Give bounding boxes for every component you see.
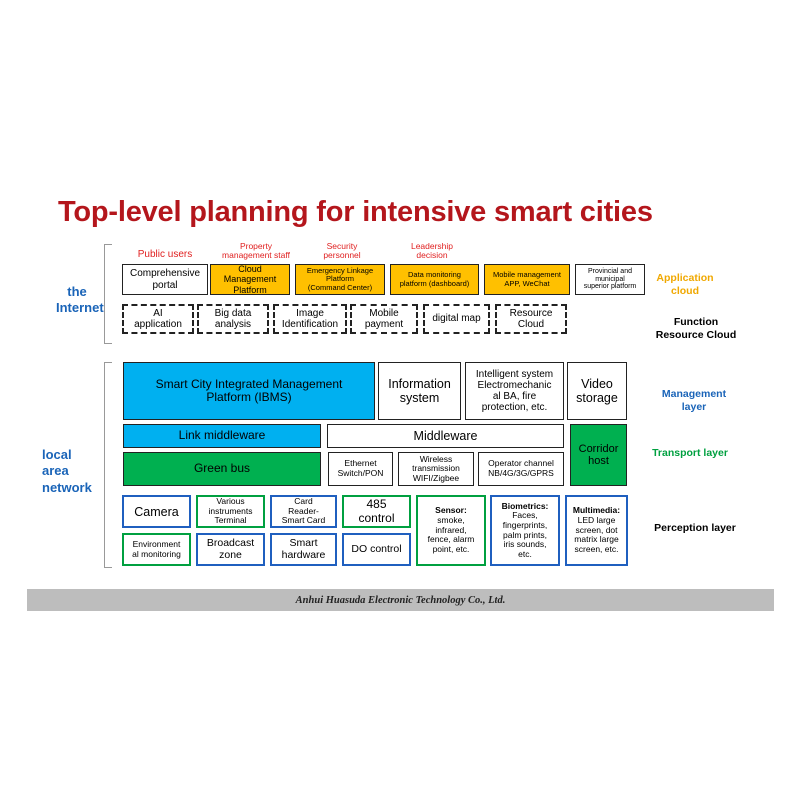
footer-text: Anhui Huasuda Electronic Technology Co.,… (295, 594, 506, 606)
intelligent-system-box: Intelligent system Electromechanic al BA… (465, 362, 564, 420)
internet-bracket (104, 244, 112, 344)
internet-label: the Internet (56, 284, 104, 316)
digital-map-box: digital map (423, 304, 490, 334)
smart-hardware-box: Smart hardware (270, 533, 337, 566)
user-label-public: Public users (137, 249, 193, 260)
page-title: Top-level planning for intensive smart c… (58, 196, 653, 228)
perception-layer-label: Perception layer (654, 522, 736, 534)
information-system-box: Information system (378, 362, 461, 420)
multimedia-body: LED large screen, dot matrix large scree… (574, 514, 619, 555)
camera-box: Camera (122, 495, 191, 528)
green-bus-box: Green bus (123, 452, 321, 486)
video-storage-box: Video storage (567, 362, 627, 420)
mobile-management-app-box: Mobile management APP, WeChat (484, 264, 570, 295)
emergency-linkage-platform-box: Emergency Linkage Platform (Command Cent… (295, 264, 385, 295)
superior-platform-box: Provincial and municipal superior platfo… (575, 264, 645, 295)
multimedia-box: Multimedia: LED large screen, dot matrix… (565, 495, 628, 566)
rs485-control-box: 485 control (342, 495, 411, 528)
ai-application-box: AI application (122, 304, 194, 334)
sensor-box: Sensor: smoke, infrared, fence, alarm po… (416, 495, 486, 566)
sensor-body: smoke, infrared, fence, alarm point, etc… (427, 514, 475, 555)
resource-cloud-box: Resource Cloud (495, 304, 567, 334)
lan-bracket (104, 362, 112, 568)
link-middleware-box: Link middleware (123, 424, 321, 448)
transport-layer-label: Transport layer (652, 447, 728, 459)
comprehensive-portal-box: Comprehensive portal (122, 264, 208, 295)
ethernet-switch-box: Ethernet Switch/PON (328, 452, 393, 486)
operator-channel-box: Operator channel NB/4G/3G/GPRS (478, 452, 564, 486)
data-monitoring-platform-box: Data monitoring platform (dashboard) (390, 264, 479, 295)
user-label-property: Property management staff (222, 241, 290, 261)
big-data-analysis-box: Big data analysis (197, 304, 269, 334)
card-reader-box: Card Reader- Smart Card (270, 495, 337, 528)
mobile-payment-box: Mobile payment (350, 304, 418, 334)
user-label-security: Security personnel (323, 241, 361, 261)
do-control-box: DO control (342, 533, 411, 566)
corridor-host-box: Corridor host (570, 424, 627, 486)
multimedia-title: Multimedia: (572, 505, 621, 516)
wireless-transmission-box: Wireless transmission WIFI/Zigbee (398, 452, 474, 486)
application-cloud-label: Application cloud (656, 272, 714, 298)
management-layer-label: Management layer (661, 388, 727, 414)
function-resource-cloud-label: Function Resource Cloud (655, 316, 737, 342)
sensor-title: Sensor: (435, 505, 467, 516)
cloud-management-platform-box: Cloud Management Platform (210, 264, 290, 295)
biometrics-body: Faces, fingerprints, palm prints, iris s… (502, 510, 548, 559)
biometrics-box: Biometrics: Faces, fingerprints, palm pr… (490, 495, 560, 566)
environmental-monitoring-box: Environment al monitoring (122, 533, 191, 566)
user-label-leadership: Leadership decision (410, 241, 454, 261)
lan-label: local area network (42, 447, 92, 495)
instruments-terminal-box: Various instruments Terminal (196, 495, 265, 528)
biometrics-title: Biometrics: (501, 500, 549, 511)
company-footer: Anhui Huasuda Electronic Technology Co.,… (27, 589, 774, 611)
ibms-platform-box: Smart City Integrated Management Platfor… (123, 362, 375, 420)
middleware-box: Middleware (327, 424, 564, 448)
image-identification-box: Image Identification (273, 304, 347, 334)
broadcast-zone-box: Broadcast zone (196, 533, 265, 566)
